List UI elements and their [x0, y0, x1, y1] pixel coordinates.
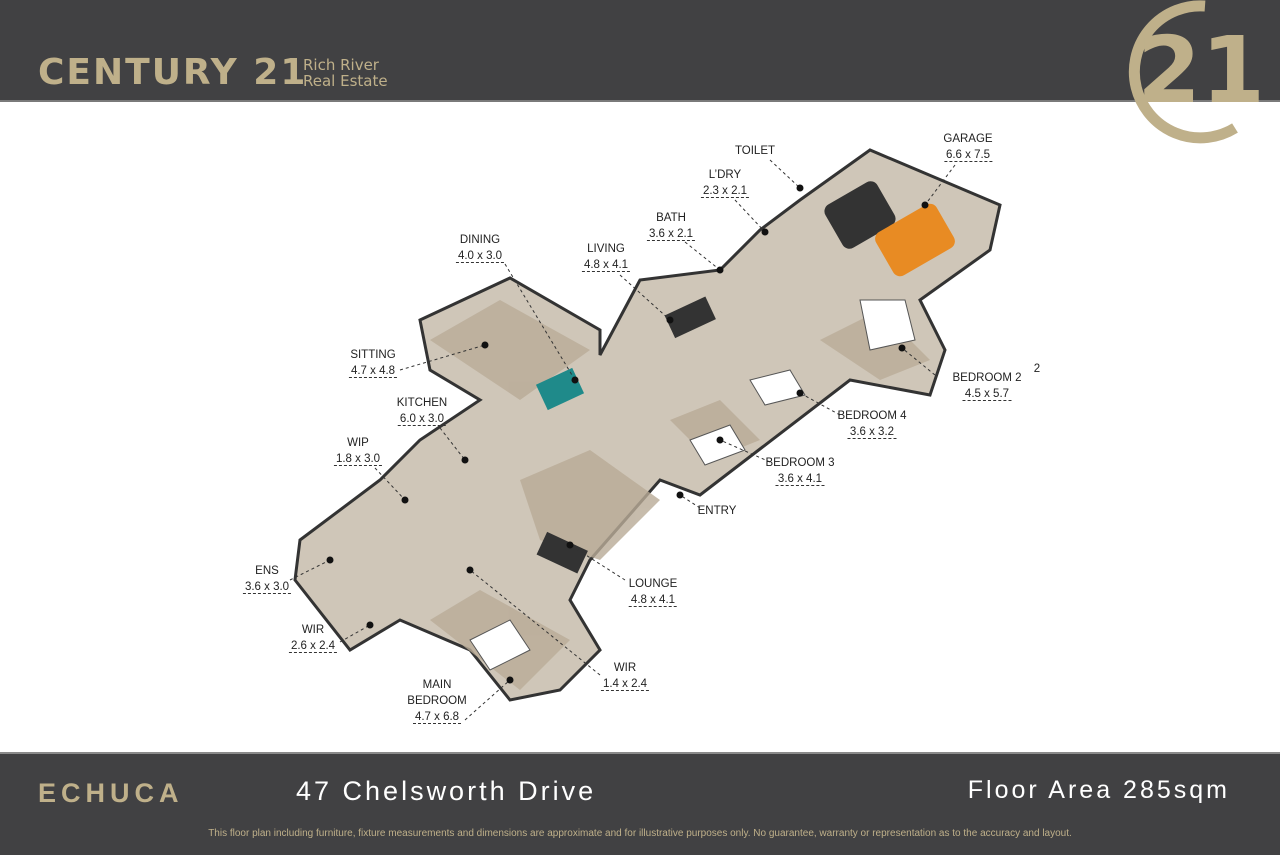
footer: ECHUCA 47 Chelsworth Drive Floor Area 28…: [0, 752, 1280, 855]
room-label-kitchen: KITCHEN 6.0 x 3.0: [397, 395, 447, 427]
room-name: GARAGE: [943, 133, 993, 145]
floor-area: Floor Area 285sqm: [967, 776, 1230, 804]
bed-icon: [859, 299, 916, 351]
property-address: 47 Chelsworth Drive: [296, 776, 597, 806]
town-name: ECHUCA: [38, 778, 184, 808]
room-dims: 1.4 x 2.4: [600, 678, 650, 691]
room-dims: 6.0 x 3.0: [397, 413, 447, 426]
room-label-wip: WIP 1.8 x 3.0: [333, 435, 383, 467]
room-label-bath: BATH 3.6 x 2.1: [646, 210, 696, 242]
room-dims: 1.8 x 3.0: [333, 453, 383, 466]
room-name: L’DRY: [708, 169, 742, 181]
room-label-wir-main: WIR 1.4 x 2.4: [600, 660, 650, 692]
room-dims: 2.6 x 2.4: [288, 640, 338, 653]
room-label-dining: DINING 4.0 x 3.0: [455, 232, 505, 264]
room-dims: 4.7 x 6.8: [412, 711, 462, 724]
room-label-entry: ENTRY: [698, 503, 737, 519]
room-label-bedroom-3: BEDROOM 3 3.6 x 4.1: [765, 455, 835, 487]
room-label-wir-ensuite: WIR 2.6 x 2.4: [288, 622, 338, 654]
brand-logo-text: CENTURY 21: [38, 52, 308, 93]
room-name: SITTING: [350, 349, 396, 361]
room-dims: 4.7 x 4.8: [348, 365, 398, 378]
room-dims: 2.3 x 2.1: [700, 185, 750, 198]
room-label-laundry: L’DRY 2.3 x 2.1: [700, 167, 750, 199]
room-name: ENTRY: [697, 505, 737, 517]
century21-seal-logo: 21: [1128, 0, 1265, 144]
room-label-bedroom-4: BEDROOM 4 3.6 x 3.2: [837, 408, 907, 440]
room-name: LOUNGE: [628, 578, 678, 590]
room-label-main-bedroom: MAIN BEDROOM 4.7 x 6.8: [402, 677, 472, 725]
room-dims: 3.6 x 3.0: [242, 581, 292, 594]
room-dims: 3.6 x 2.1: [646, 228, 696, 241]
room-name: WIR: [613, 662, 637, 674]
svg-text:21: 21: [1137, 17, 1265, 124]
room-name: KITCHEN: [396, 397, 448, 409]
car-orange-icon: [875, 203, 955, 277]
room-dims: 6.6 x 7.5: [943, 149, 993, 162]
room-name: BEDROOM 3: [765, 457, 835, 469]
room-name: WIP: [347, 437, 369, 449]
room-label-sitting: SITTING 4.7 x 4.8: [348, 347, 398, 379]
brand-office: Rich River Real Estate: [303, 57, 388, 89]
room-label-ensuite: ENS 3.6 x 3.0: [242, 563, 292, 595]
room-name: LIVING: [587, 243, 625, 255]
office-line-1: Rich River: [303, 56, 379, 74]
room-name: BATH: [656, 212, 686, 224]
room-dims: 4.8 x 4.1: [628, 594, 678, 607]
room-name: DINING: [459, 234, 501, 246]
room-label-toilet: TOILET: [735, 143, 775, 159]
room-name: BEDROOM 4: [837, 410, 907, 422]
room-label-garage: GARAGE 6.6 x 7.5: [943, 131, 993, 163]
floor-plan-3d: [289, 148, 1002, 721]
room-name: WIR: [301, 624, 325, 636]
room-dims: 4.8 x 4.1: [581, 259, 631, 272]
room-dims: 3.6 x 4.1: [775, 473, 825, 486]
stray-mark: 2: [1033, 363, 1041, 375]
room-dims: 3.6 x 3.2: [847, 426, 897, 439]
room-label-bedroom-2: BEDROOM 2 4.5 x 5.7: [952, 370, 1022, 402]
room-name: MAIN BEDROOM: [407, 679, 467, 707]
disclaimer: This floor plan including furniture, fix…: [208, 828, 1072, 839]
office-line-2: Real Estate: [303, 72, 388, 90]
room-name: TOILET: [734, 145, 776, 157]
room-name: ENS: [255, 565, 279, 577]
room-dims: 4.5 x 5.7: [962, 388, 1012, 401]
room-label-lounge: LOUNGE 4.8 x 4.1: [628, 576, 678, 608]
header: CENTURY 21 Rich River Real Estate: [0, 0, 1280, 102]
room-dims: 4.0 x 3.0: [455, 250, 505, 263]
room-name: BEDROOM 2: [952, 372, 1022, 384]
room-label-living: LIVING 4.8 x 4.1: [581, 241, 631, 273]
car-dark-icon: [824, 181, 896, 249]
